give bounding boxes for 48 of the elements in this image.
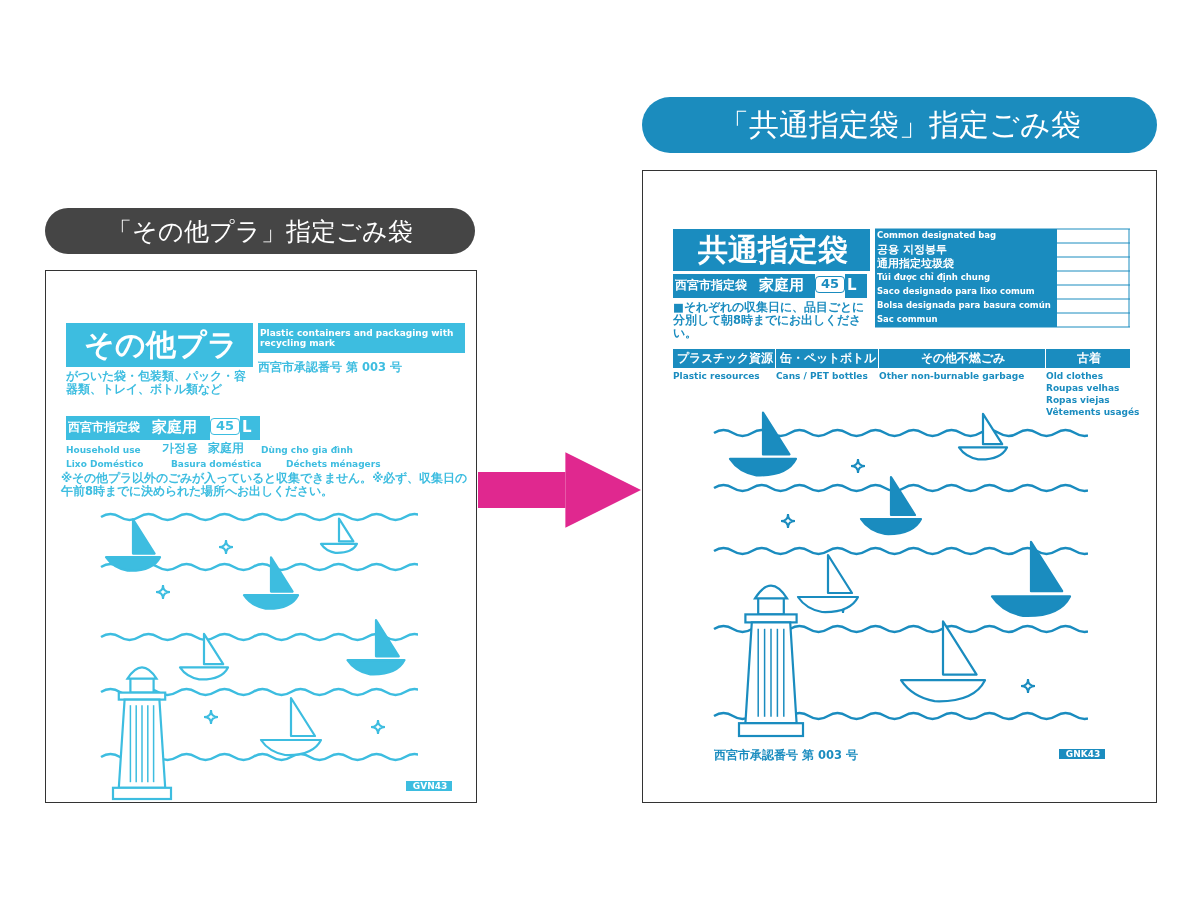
label-text: 가정용 [162,442,198,456]
label-text: Cans / PET bottles [776,371,869,382]
capacity-badge: 45 [815,276,845,293]
band-text: 西宮市指定袋 [66,416,152,440]
label-text: 家庭用 [208,442,244,456]
table-header-cell: Sac commun [875,313,1057,327]
category-header: プラスチック資源 [673,349,775,368]
table-header-cell: 공용 지정봉투 [875,243,1057,257]
label-text: 西宮市承認番号 第 003 号 [258,361,403,375]
category-header: 缶・ペットボトル [776,349,878,368]
code-badge: GNK43 [1059,749,1105,760]
title-banner: 共通指定袋 [673,229,870,271]
band-text: 家庭用 [150,416,210,440]
label-text: Household use [66,445,141,456]
bag-outline [45,270,477,803]
label-text: がついた袋・包装類、パック・容器類、トレイ、ボトル類など [66,370,247,397]
label-text: Plastic resources [673,371,761,382]
label-text: Roupas velhas [1046,383,1121,394]
label-text: Lixo Doméstico [66,459,144,470]
table-header-cell: Bolsa designada para basura común [875,299,1057,313]
category-header: その他不燃ごみ [879,349,1045,368]
label-text: Vêtements usagés [1046,407,1141,418]
table-header-cell: Common designated bag [875,229,1057,243]
title-banner: その他プラ [66,323,253,367]
code-badge: GVN43 [406,781,452,792]
label-text: Dùng cho gia đình [261,445,353,456]
band-text: L [240,416,260,440]
category-header: 古着 [1046,349,1130,368]
label-text: Ropas viejas [1046,395,1111,406]
table-header-cell: Túi được chỉ định chung [875,271,1057,285]
band-text: L [845,274,867,298]
arrow [478,452,641,528]
bag-outline [642,170,1157,803]
label-text: ■それぞれの収集日に、品目ごとに分別して朝8時までにお出しください。 [673,301,865,341]
capacity-badge: 45 [210,418,240,435]
band-text: 西宮市指定袋 [673,274,759,298]
label-text: Old clothes [1046,371,1105,382]
heading-pill: 「その他プラ」指定ごみ袋 [45,208,475,254]
table-header-cell: Plastic containers and packaging with recycling mark [258,323,465,353]
label-text: Basura doméstica [171,459,262,470]
table-header-cell: 通用指定垃圾袋 [875,257,1057,271]
label-text: Déchets ménagers [286,459,381,470]
label-text: Other non-burnable garbage [879,371,1026,382]
label-text: 西宮市承認番号 第 003 号 [714,749,859,763]
table-header-cell: Saco designado para lixo comum [875,285,1057,299]
label-text: ※その他プラ以外のごみが入っていると収集できません。※必ず、収集日の午前8時までに決められた場所へお出しください。 [61,472,469,499]
band-text: 家庭用 [757,274,815,298]
heading-pill: 「共通指定袋」指定ごみ袋 [642,97,1157,153]
